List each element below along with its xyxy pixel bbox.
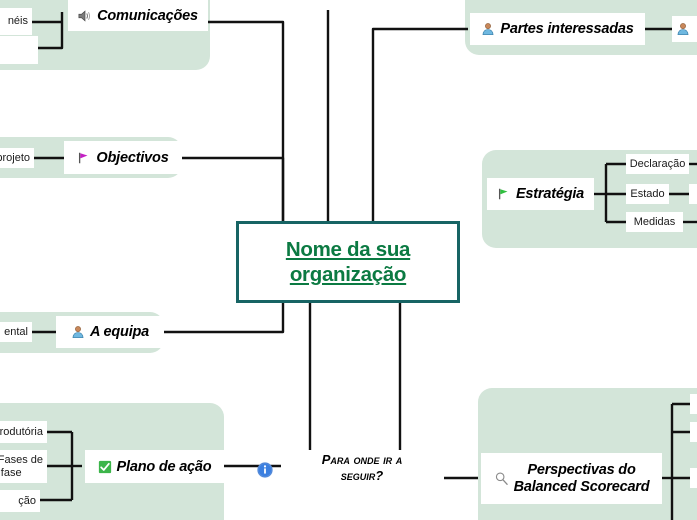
leaf-label: Medidas xyxy=(633,215,676,228)
leaf-estrategia-medidas[interactable]: Medidas xyxy=(626,212,683,232)
leaf-bsc-child-3[interactable] xyxy=(690,468,697,488)
leaf-label: projeto xyxy=(0,151,30,164)
leaf-comunicacoes-child-1[interactable]: néis xyxy=(0,8,32,35)
leaf-estrategia-estado-child[interactable] xyxy=(689,184,697,204)
speaker-icon xyxy=(78,9,92,23)
leaf-comunicacoes-child-2[interactable] xyxy=(0,36,38,64)
central-label-line2: organização xyxy=(289,263,407,286)
node-estrategia-label: Estratégia xyxy=(515,186,585,202)
leaf-estrategia-declaracao[interactable]: Declaração xyxy=(626,154,689,174)
node-objectivos[interactable]: Objectivos xyxy=(64,141,182,174)
central-node[interactable]: Nome da sua organização xyxy=(236,221,460,303)
person-icon xyxy=(676,9,690,48)
node-partes-interessadas[interactable]: Partes interessadas xyxy=(470,13,645,45)
leaf-estrategia-estado[interactable]: Estado xyxy=(626,184,669,204)
leaf-plano-child-3[interactable]: ção xyxy=(0,490,40,512)
node-comunicacoes[interactable]: Comunicações xyxy=(68,0,208,31)
leaf-bsc-child-2[interactable] xyxy=(690,422,697,442)
leaf-label: ção xyxy=(18,494,36,507)
leaf-plano-child-1[interactable]: ntrodutória xyxy=(0,421,47,443)
leaf-label: oFases de o fase xyxy=(0,453,43,479)
leaf-label: ental xyxy=(4,325,28,338)
leaf-label: Declaração xyxy=(629,157,686,170)
node-plano-de-acao-label: Plano de ação xyxy=(116,458,212,475)
leaf-label: ntrodutória xyxy=(0,425,43,438)
node-a-equipa[interactable]: A equipa xyxy=(56,316,164,348)
leaf-label: Estado xyxy=(630,187,665,200)
node-a-equipa-label: A equipa xyxy=(89,324,150,340)
central-node-label: Nome da sua organização xyxy=(285,237,411,287)
checkbox-icon xyxy=(98,460,112,474)
perspectivas-line2: Balanced Scorecard xyxy=(513,478,650,495)
leaf-label: néis xyxy=(7,15,28,28)
magnifier-icon xyxy=(494,471,509,486)
node-partes-interessadas-label: Partes interessadas xyxy=(500,21,634,37)
leaf-plano-child-2[interactable]: oFases de o fase xyxy=(0,450,47,483)
person-icon xyxy=(71,325,85,339)
node-comunicacoes-label: Comunicações xyxy=(97,7,198,24)
node-estrategia[interactable]: Estratégia xyxy=(487,178,594,210)
central-label-line1: Nome da sua xyxy=(285,238,411,261)
node-plano-de-acao[interactable]: Plano de ação xyxy=(85,450,224,483)
person-icon xyxy=(481,22,495,36)
leaf-objectivos-child-1[interactable]: projeto xyxy=(0,148,34,168)
leaf-a-equipa-child-1[interactable]: ental xyxy=(0,322,32,342)
leaf-partes-child-1[interactable] xyxy=(672,16,697,42)
flag-icon xyxy=(77,151,91,165)
node-perspectivas-bsc-label: Perspectivas do Balanced Scorecard xyxy=(514,462,650,494)
flag-icon xyxy=(497,187,511,201)
info-icon[interactable] xyxy=(257,462,273,478)
footer-caption-line2: seguir? xyxy=(340,467,384,483)
footer-caption: Para onde ir a seguir? xyxy=(282,452,442,484)
footer-caption-line1: Para onde ir a xyxy=(321,452,403,467)
node-perspectivas-bsc[interactable]: Perspectivas do Balanced Scorecard xyxy=(481,453,662,504)
leaf-bsc-child-1[interactable] xyxy=(690,394,697,414)
node-objectivos-label: Objectivos xyxy=(96,149,169,166)
perspectivas-line1: Perspectivas do xyxy=(527,462,636,479)
